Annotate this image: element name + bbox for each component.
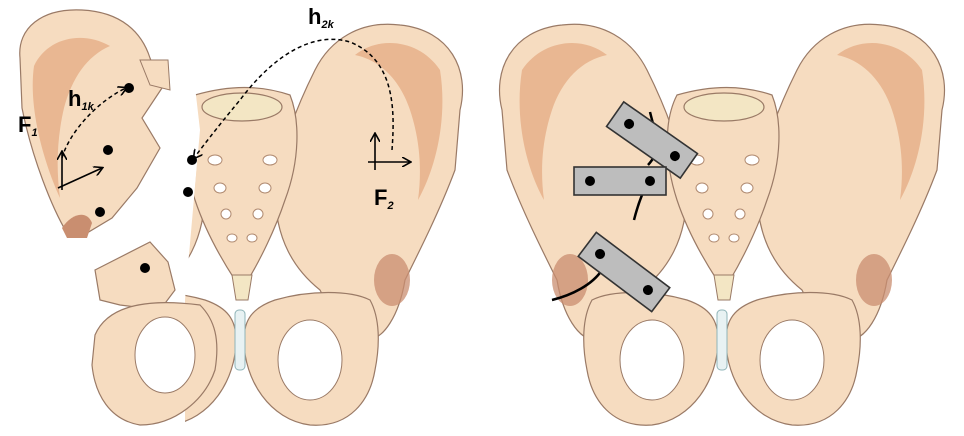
fixation-plate-middle [574,167,666,195]
left-pubic-fragment [92,242,217,425]
left-ilium-fragment [20,10,162,238]
left-pelvis-diagram: h1k F1 h2k F2 [18,4,463,425]
anchor-point [140,263,150,273]
anchor-point [103,145,113,155]
anchor-point [124,83,134,93]
label-h2k: h2k [308,4,335,31]
anchor-point [95,207,105,217]
anchor-point [183,187,193,197]
right-pelvis-diagram [500,24,945,425]
